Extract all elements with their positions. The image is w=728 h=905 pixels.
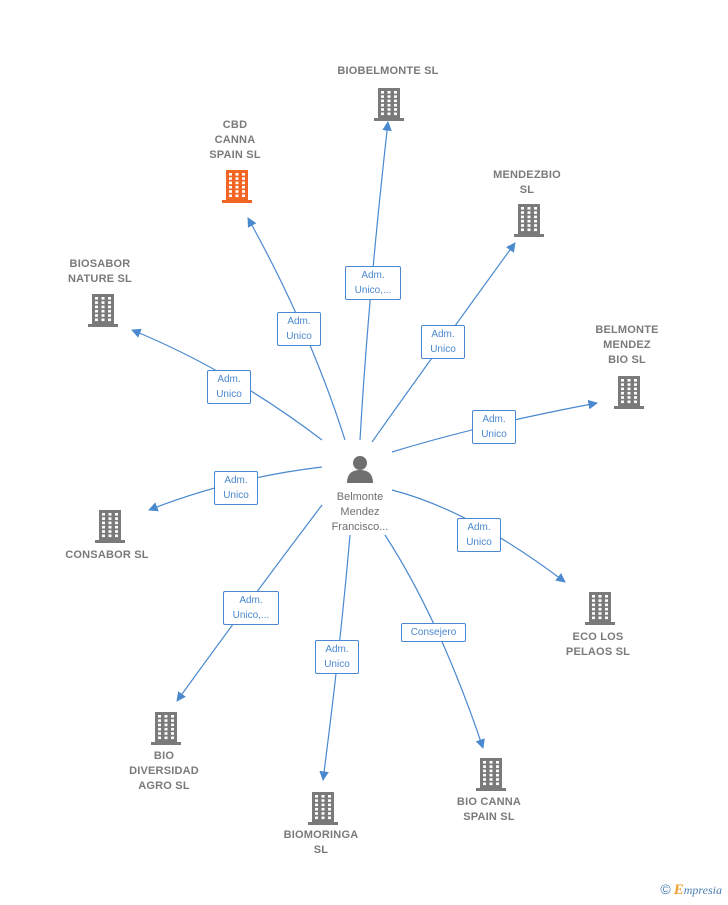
building-icon[interactable]	[220, 168, 254, 204]
company-label-biomoringa[interactable]: BIOMORINGA SL	[283, 829, 359, 856]
building-icon[interactable]	[372, 86, 406, 122]
building-icon[interactable]	[149, 710, 183, 746]
edge-label-belmonte-mendez-bio[interactable]: Adm. Unico	[472, 410, 516, 444]
building-icon[interactable]	[583, 590, 617, 626]
person-node[interactable]: Belmonte Mendez Francisco...	[300, 452, 420, 542]
building-icon[interactable]	[474, 756, 508, 792]
building-icon[interactable]	[86, 292, 120, 328]
company-label-belmonte-mendez-bio[interactable]: BELMONTE MENDEZ BIO SL	[595, 324, 659, 366]
building-icon[interactable]	[512, 202, 546, 238]
edge-label-cbd-canna-spain[interactable]: Adm. Unico	[277, 312, 321, 346]
company-label-biosabor-nature[interactable]: BIOSABOR NATURE SL	[68, 258, 132, 285]
person-icon	[347, 456, 373, 483]
copyright-symbol: ©	[660, 881, 671, 897]
edge-label-bio-diversidad-agro[interactable]: Adm. Unico,...	[223, 591, 279, 625]
company-label-cbd-canna-spain[interactable]: CBD CANNA SPAIN SL	[209, 119, 261, 161]
brand-name: mpresia	[683, 883, 722, 897]
company-label-eco-los-pelaos[interactable]: ECO LOS PELAOS SL	[565, 631, 631, 658]
company-label-biobelmonte[interactable]: BIOBELMONTE SL	[337, 65, 439, 77]
edge-label-consabor[interactable]: Adm. Unico	[214, 471, 258, 505]
building-icon[interactable]	[612, 374, 646, 410]
brand-initial: E	[673, 882, 684, 898]
edge-label-biomoringa[interactable]: Adm. Unico	[315, 640, 359, 674]
empresia-watermark[interactable]: ©Empresia	[660, 881, 722, 899]
building-icon[interactable]	[93, 508, 127, 544]
building-icon[interactable]	[306, 790, 340, 826]
company-label-bio-diversidad-agro[interactable]: BIO DIVERSIDAD AGRO SL	[129, 750, 199, 792]
company-label-mendezbio[interactable]: MENDEZBIO SL	[493, 169, 561, 196]
edge-label-bio-canna-spain[interactable]: Consejero	[401, 623, 466, 642]
person-name: Belmonte Mendez Francisco...	[331, 491, 389, 533]
edge-label-biobelmonte[interactable]: Adm. Unico,...	[345, 266, 401, 300]
company-label-consabor[interactable]: CONSABOR SL	[65, 549, 149, 561]
edge-label-biosabor-nature[interactable]: Adm. Unico	[207, 370, 251, 404]
edge-label-eco-los-pelaos[interactable]: Adm. Unico	[457, 518, 501, 552]
company-label-bio-canna-spain[interactable]: BIO CANNA SPAIN SL	[456, 796, 522, 823]
edge-label-mendezbio[interactable]: Adm. Unico	[421, 325, 465, 359]
